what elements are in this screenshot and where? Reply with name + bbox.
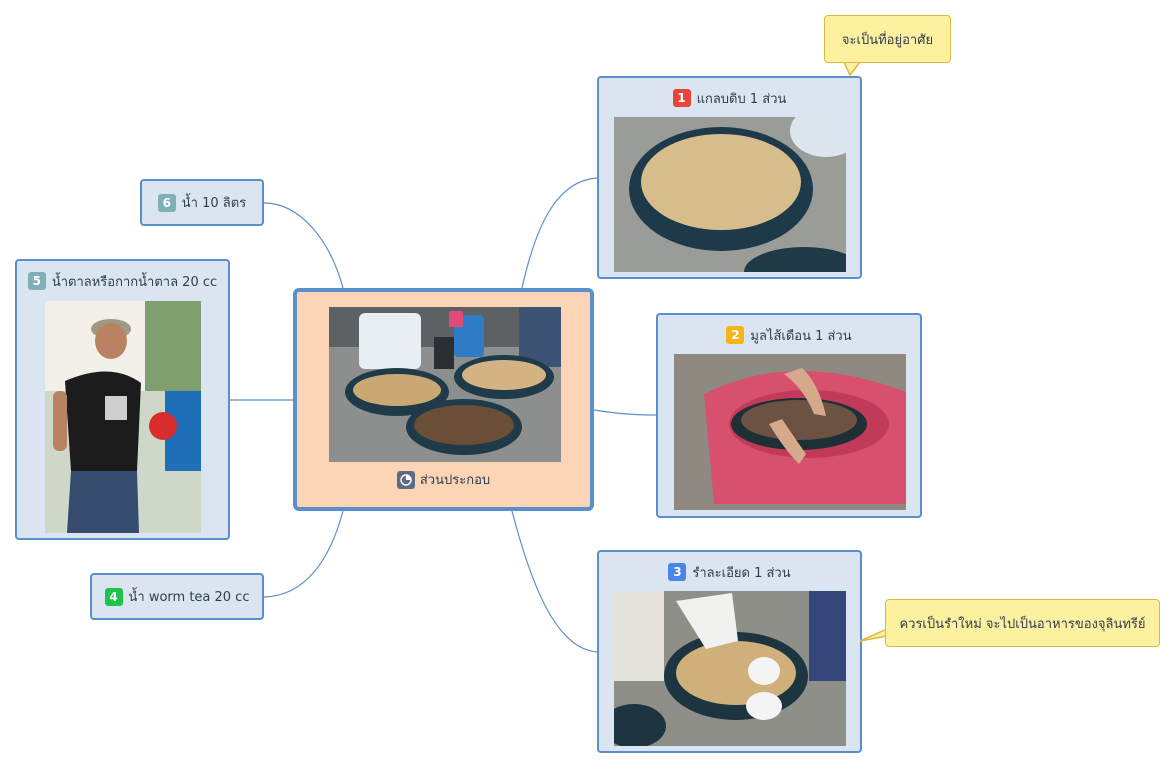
- central-label: ส่วนประกอบ: [419, 473, 491, 488]
- priority-badge-1: 1: [672, 89, 691, 107]
- photo-farmer: [45, 301, 201, 533]
- topic-node-3[interactable]: 3 รำละเอียด 1 ส่วน: [597, 550, 862, 753]
- topic-header-5: 5 น้ำตาลหรือกากน้ำตาล 20 cc: [17, 271, 228, 291]
- center-photo-tubs: [329, 307, 561, 462]
- topic-label-4: น้ำ worm tea 20 cc: [128, 590, 250, 605]
- connector-node-3: [511, 510, 599, 653]
- callout-text-1: จะเป็นที่อยู่อาศัย: [824, 15, 951, 63]
- topic-label-2: มูลไส้เดือน 1 ส่วน: [750, 328, 852, 344]
- pie-chart-icon: [396, 470, 415, 489]
- topic-node-5[interactable]: 5 น้ำตาลหรือกากน้ำตาล 20 cc: [15, 259, 230, 540]
- topic-node-2[interactable]: 2 มูลไส้เดือน 1 ส่วน: [656, 313, 922, 518]
- topic-header-2: 2 มูลไส้เดือน 1 ส่วน: [658, 325, 920, 345]
- photo-worm-castings: [674, 354, 906, 510]
- topic-label-3: รำละเอียด 1 ส่วน: [692, 565, 791, 581]
- connector-node-4: [263, 510, 344, 598]
- topic-label-5: น้ำตาลหรือกากน้ำตาล 20 cc: [51, 274, 218, 290]
- photo-rice-bran: [614, 591, 846, 746]
- connector-node-1: [521, 177, 599, 289]
- central-topic[interactable]: ส่วนประกอบ: [293, 288, 594, 511]
- priority-badge-2: 2: [726, 326, 745, 344]
- priority-badge-5: 5: [27, 272, 46, 290]
- priority-badge-4: 4: [104, 587, 123, 606]
- topic-label-1: แกลบดิบ 1 ส่วน: [696, 91, 787, 107]
- topic-node-6[interactable]: 6 น้ำ 10 ลิตร: [140, 179, 264, 226]
- callout-node-3: ควรเป็นรำใหม่ จะไปเป็นอาหารของจุลินทรีย์: [860, 599, 1160, 647]
- priority-badge-6: 6: [157, 193, 176, 212]
- topic-header-1: 1 แกลบดิบ 1 ส่วน: [599, 88, 860, 108]
- topic-node-1[interactable]: 1 แกลบดิบ 1 ส่วน: [597, 76, 862, 279]
- central-caption: ส่วนประกอบ: [297, 469, 590, 490]
- topic-node-4[interactable]: 4 น้ำ worm tea 20 cc: [90, 573, 264, 620]
- connector-node-6: [263, 202, 344, 289]
- callout-text-3: ควรเป็นรำใหม่ จะไปเป็นอาหารของจุลินทรีย์: [885, 599, 1160, 647]
- callout-node-1: จะเป็นที่อยู่อาศัย: [824, 15, 951, 77]
- connector-node-2: [593, 409, 658, 416]
- photo-rice-husk: [614, 117, 846, 272]
- topic-label-6: น้ำ 10 ลิตร: [181, 196, 247, 211]
- topic-header-3: 3 รำละเอียด 1 ส่วน: [599, 562, 860, 582]
- priority-badge-3: 3: [668, 563, 687, 581]
